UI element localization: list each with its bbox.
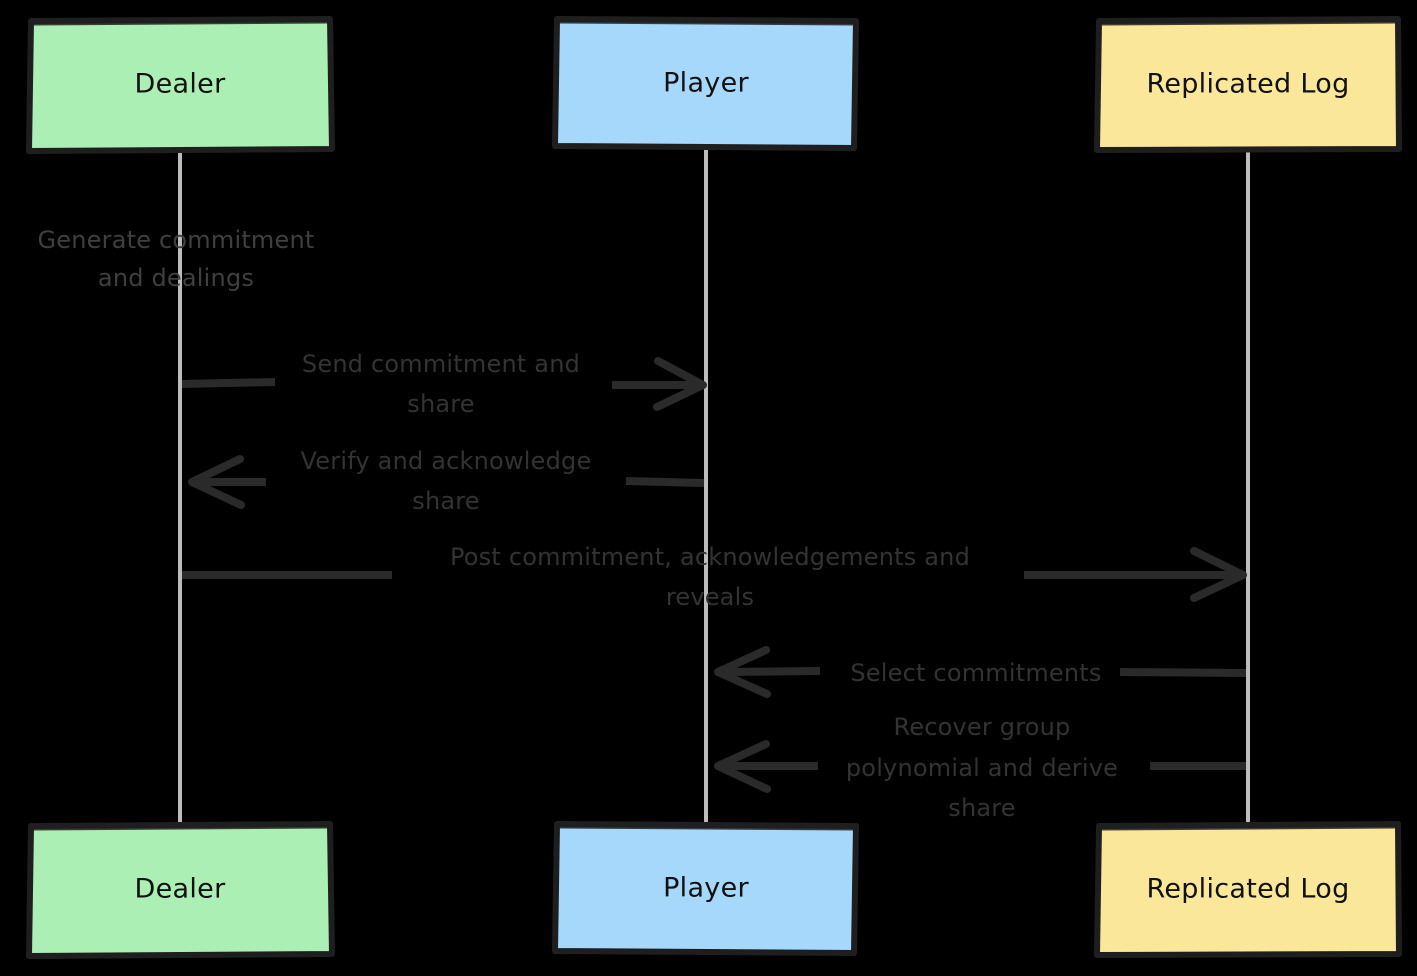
message-4-post-commitment-acknowledgements-and-reveals: Post commitment, acknowledgements and re… <box>182 543 1247 611</box>
message-3-line-2: share <box>412 487 480 515</box>
actor-label-replicated-log-bottom: Replicated Log <box>1146 874 1349 905</box>
message-2-arrowhead-right-icon <box>653 357 707 411</box>
actor-box-player-bottom[interactable]: Player <box>552 821 859 956</box>
message-6-line-3: share <box>948 794 1016 822</box>
message-1-generate-commitment: Generate commitment and dealings <box>38 226 315 292</box>
actor-box-player-top-sketch <box>554 20 857 149</box>
message-6-recover-group-polynomial-and-derive-share: Recover group polynomial and derive shar… <box>714 713 1246 822</box>
actor-box-dealer-top-sketch <box>27 20 334 152</box>
actor-box-replicated-log-bottom-sketch <box>1095 825 1401 956</box>
actor-box-replicated-log-top[interactable]: Replicated Log <box>1094 16 1402 153</box>
lifelines-group <box>178 148 1250 830</box>
message-4-line-1: Post commitment, acknowledgements and <box>450 543 970 571</box>
message-6-line-1: Recover group <box>893 713 1070 741</box>
message-3-verify-and-acknowledge-share: Verify and acknowledge share <box>188 447 705 515</box>
message-1-line-1: Generate commitment <box>38 226 315 254</box>
actor-box-dealer-top[interactable]: Dealer <box>26 16 335 154</box>
message-3-arrowhead-left-icon <box>188 455 245 509</box>
actor-box-replicated-log-top-sketch <box>1095 20 1401 151</box>
message-2-send-commitment-and-share: Send commitment and share <box>181 350 707 418</box>
message-4-arrowhead-right-icon <box>1190 547 1247 602</box>
message-2-line-left <box>181 378 276 388</box>
message-3-line-right <box>625 477 705 487</box>
message-5-arrowhead-left-icon <box>714 646 771 698</box>
message-2-line-2: share <box>407 390 475 418</box>
message-5-line-1: Select commitments <box>850 659 1101 687</box>
actor-box-player-top[interactable]: Player <box>552 16 859 151</box>
message-5-line-right <box>1119 668 1247 677</box>
actor-label-player-top: Player <box>663 68 749 99</box>
message-6-arrowhead-left-icon <box>714 740 771 793</box>
actor-box-replicated-log-bottom[interactable]: Replicated Log <box>1094 821 1402 958</box>
actor-label-replicated-log-top: Replicated Log <box>1146 69 1349 100</box>
actor-box-dealer-bottom[interactable]: Dealer <box>26 821 335 959</box>
actor-box-player-bottom-sketch <box>554 825 857 954</box>
message-3-line-1: Verify and acknowledge <box>301 447 592 475</box>
message-5-line-left <box>721 667 821 676</box>
actor-box-dealer-bottom-sketch <box>27 825 334 957</box>
message-4-line-2: reveals <box>666 583 754 611</box>
message-1-line-2: and dealings <box>98 264 254 292</box>
message-6-line-2: polynomial and derive <box>846 754 1118 782</box>
actor-label-player-bottom: Player <box>663 873 749 904</box>
actor-label-dealer-top: Dealer <box>135 69 227 100</box>
actor-label-dealer-bottom: Dealer <box>135 874 227 905</box>
message-2-line-1: Send commitment and <box>302 350 580 378</box>
message-5-select-commitments: Select commitments <box>714 646 1247 698</box>
